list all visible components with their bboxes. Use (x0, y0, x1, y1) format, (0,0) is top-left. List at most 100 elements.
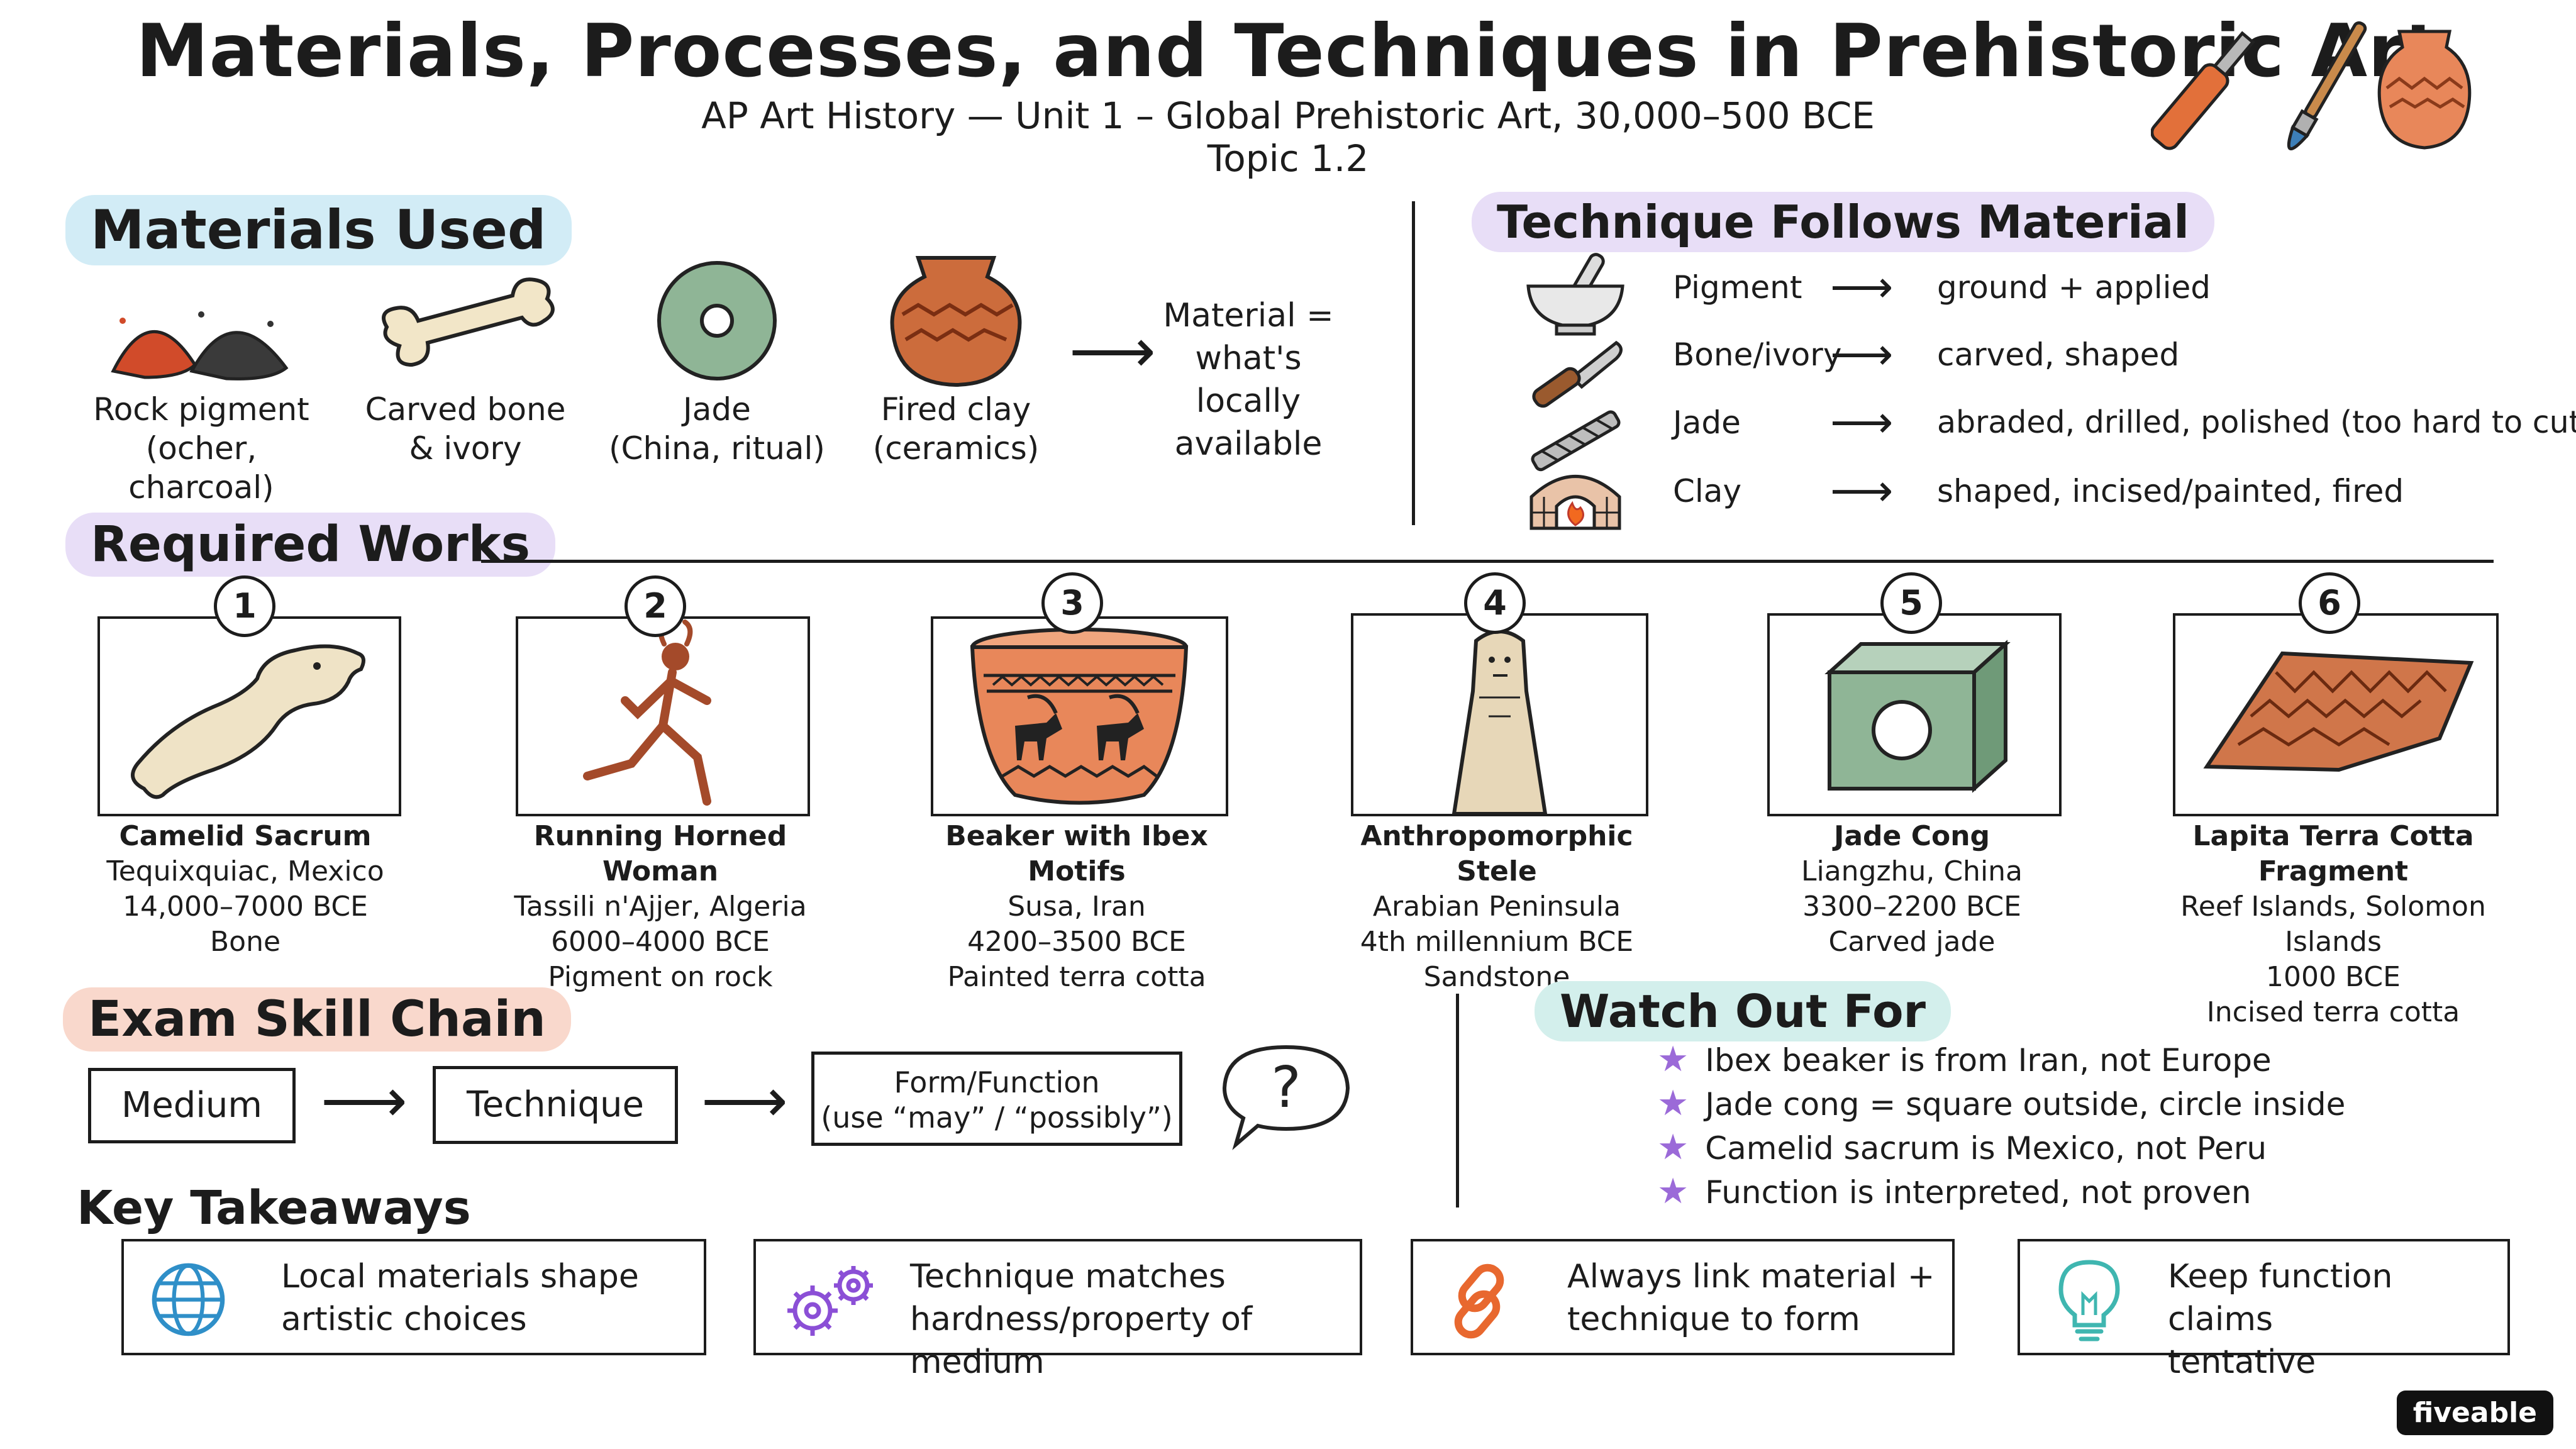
star-icon: ★ (1657, 1127, 1689, 1168)
work-title: Anthropomorphic Stele (1360, 820, 1633, 887)
work-image-box (1351, 613, 1648, 816)
work-image-box (2173, 613, 2499, 816)
work-image-box (1767, 613, 2062, 816)
section-divider (1412, 201, 1415, 525)
work-medium: Carved jade (1828, 926, 1996, 958)
knife-icon (1532, 340, 1623, 408)
arrow-icon: ⟶ (1830, 261, 1894, 313)
arrow-icon: ⟶ (1830, 465, 1894, 516)
topic-label: Topic 1.2 (1207, 137, 1369, 180)
material-label-jade: Jade (China, ritual) (609, 391, 825, 467)
material-label-pigment: Rock pigment (ocher, charcoal) (93, 391, 309, 506)
takeaway-card: Local materials shape artistic choices (121, 1239, 706, 1355)
pigment-piles-icon (111, 311, 289, 380)
arrow-icon: ⟶ (1830, 396, 1894, 448)
technique-heading: Technique Follows Material (1472, 192, 2214, 252)
takeaway-card: Always link material + technique to form (1411, 1239, 1955, 1355)
work-date: 3300–2200 BCE (1802, 891, 2021, 923)
jade-disc-icon (657, 261, 777, 380)
tech-process-clay: shaped, incised/painted, fired (1937, 473, 2404, 509)
star-icon: ★ (1657, 1083, 1689, 1124)
work-medium: Pigment on rock (548, 961, 773, 993)
work-medium: Incised terra cotta (2206, 996, 2460, 1028)
work-image-box (97, 616, 401, 816)
art-tools-icon (2151, 21, 2472, 150)
clay-pot-icon (890, 256, 1022, 387)
work-place: Tassili n'Ajjer, Algeria (514, 891, 807, 923)
page-subtitle: AP Art History — Unit 1 – Global Prehist… (701, 94, 1875, 137)
chisel-icon (2151, 31, 2255, 150)
work-number: 2 (625, 575, 686, 637)
work-medium: Bone (209, 926, 281, 958)
globe-icon (152, 1263, 225, 1336)
materials-heading: Materials Used (65, 195, 572, 265)
drill-bit-icon (1531, 410, 1621, 472)
takeaways-heading: Key Takeaways (77, 1181, 471, 1235)
page-title: Materials, Processes, and Techniques in … (136, 9, 2440, 94)
section-rule (481, 560, 2494, 563)
kiln-icon (1530, 475, 1621, 530)
work-caption: Jade Cong Liangzhu, China 3300–2200 BCE … (1736, 819, 2088, 960)
bone-icon (382, 277, 555, 367)
work-image-box (516, 616, 810, 816)
work-place: Reef Islands, Solomon Islands (2180, 891, 2486, 958)
gears-icon (787, 1266, 873, 1336)
work-caption: Camelid Sacrum Tequixquiac, Mexico 14,00… (69, 819, 421, 960)
arrow-icon: ⟶ (321, 1065, 408, 1136)
work-title: Lapita Terra Cotta Fragment (2192, 820, 2474, 887)
tech-material-clay: Clay (1673, 473, 1742, 509)
star-icon: ★ (1657, 1039, 1689, 1080)
work-caption: Beaker with Ibex Motifs Susa, Iran 4200–… (901, 819, 1253, 995)
skill-chain-heading: Exam Skill Chain (63, 987, 571, 1052)
watch-heading: Watch Out For (1535, 981, 1951, 1041)
material-label-bone: Carved bone & ivory (365, 391, 566, 467)
work-date: 14,000–7000 BCE (123, 891, 368, 923)
chain-step-medium: Medium (88, 1068, 296, 1143)
work-date: 6000–4000 BCE (551, 926, 770, 958)
work-caption: Running Horned Woman Tassili n'Ajjer, Al… (484, 819, 836, 995)
work-number: 4 (1464, 572, 1526, 634)
work-title: Running Horned Woman (533, 820, 787, 887)
brand-logo[interactable]: fiveable (2396, 1391, 2553, 1435)
materials-note: Material = what's locally available (1163, 297, 1334, 463)
camelid-sacrum-icon (131, 644, 365, 799)
watch-item: ★Jade cong = square outside, circle insi… (1657, 1083, 2346, 1124)
work-place: Tequixquiac, Mexico (106, 855, 384, 887)
arrow-icon: ⟶ (1830, 328, 1894, 380)
work-number: 3 (1041, 572, 1103, 634)
work-number: 1 (214, 575, 275, 637)
tech-material-pigment: Pigment (1673, 269, 1802, 306)
takeaway-card: Technique matches hardness/property of m… (753, 1239, 1362, 1381)
work-number: 6 (2299, 572, 2360, 634)
ibex-beaker-icon (970, 628, 1189, 805)
arrow-icon: ⟶ (1069, 316, 1156, 386)
question-mark: ? (1271, 1055, 1301, 1121)
star-icon: ★ (1657, 1171, 1689, 1212)
work-number: 5 (1880, 572, 1942, 634)
watch-item: ★Function is interpreted, not proven (1657, 1171, 2251, 1212)
work-date: 4th millennium BCE (1360, 926, 1634, 958)
watch-list: ★Ibex beaker is from Iran, not Europe ★J… (1657, 1038, 2345, 1214)
work-title: Jade Cong (1833, 820, 1990, 852)
stele-icon (1452, 630, 1548, 816)
tech-process-jade: abraded, drilled, polished (too hard to … (1937, 404, 2576, 440)
tech-process-bone: carved, shaped (1937, 336, 2180, 373)
work-caption: Lapita Terra Cotta Fragment Reef Islands… (2145, 819, 2522, 1030)
chain-link-icon (1454, 1263, 1504, 1339)
watch-item: ★Camelid sacrum is Mexico, not Peru (1657, 1127, 2267, 1168)
work-title: Camelid Sacrum (119, 820, 372, 852)
decorated-pot-icon (2377, 30, 2472, 150)
tech-process-pigment: ground + applied (1937, 269, 2211, 306)
question-bubble-icon: ? (1222, 1045, 1350, 1150)
mortar-pestle-icon (1526, 253, 1624, 336)
work-place: Arabian Peninsula (1372, 891, 1621, 923)
arrow-icon: ⟶ (701, 1065, 788, 1136)
work-title: Beaker with Ibex Motifs (945, 820, 1208, 887)
watch-item: ★Ibex beaker is from Iran, not Europe (1657, 1039, 2272, 1080)
takeaway-card: Keep function claims tentative (2018, 1239, 2510, 1381)
lightbulb-icon (2058, 1260, 2120, 1341)
work-medium: Painted terra cotta (947, 961, 1206, 993)
chain-step-form-function: Form/Function (use “may” / “possibly”) (811, 1052, 1182, 1146)
tech-material-jade: Jade (1673, 404, 1741, 441)
work-image-box (931, 616, 1228, 816)
